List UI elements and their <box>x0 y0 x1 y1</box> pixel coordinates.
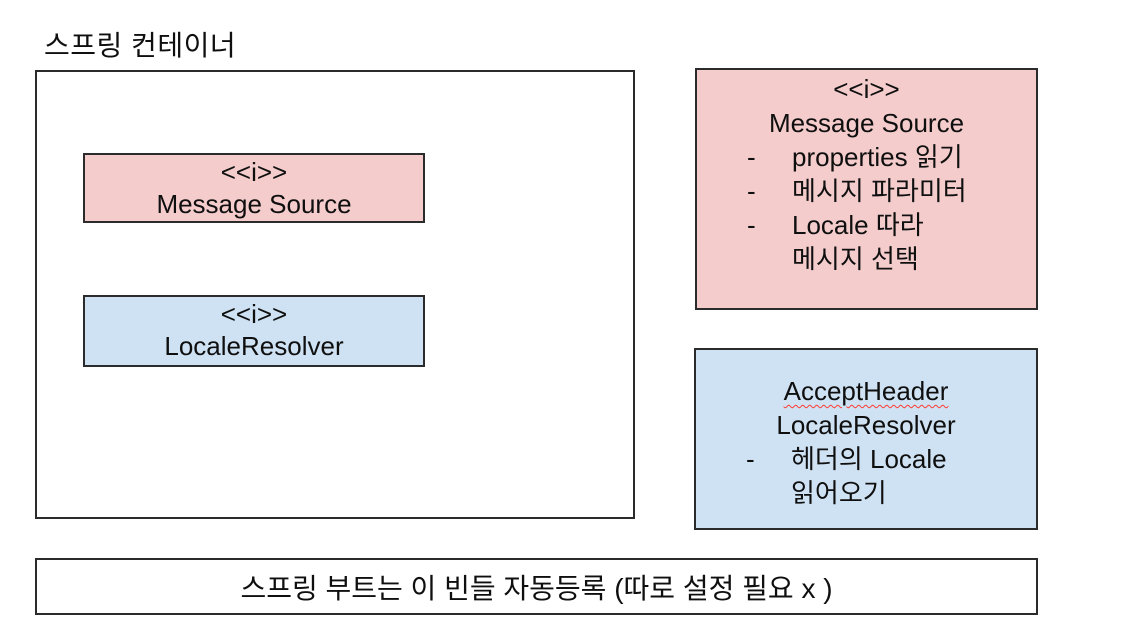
footer-note-box: 스프링 부트는 이 빈들 자동등록 (따로 설정 필요 x ) <box>35 558 1038 615</box>
accept-header-note-title-line1: AcceptHeader <box>696 374 1036 408</box>
spellcheck-underlined-text: AcceptHeader <box>783 376 949 406</box>
bullet-dash: - <box>747 176 756 206</box>
bullet-continuation: 읽어오기 <box>791 478 887 508</box>
footer-note-text: 스프링 부트는 이 빈들 자동등록 (따로 설정 필요 x ) <box>240 572 833 604</box>
bullet-dash: - <box>747 142 756 172</box>
locale-resolver-bean-box: <<i>> LocaleResolver <box>83 295 425 367</box>
bullet-dash: - <box>747 210 756 240</box>
bullet-text: properties 읽기 <box>792 142 963 172</box>
locale-resolver-stereotype: <<i>> <box>220 299 288 329</box>
bullet-text: Locale 따라 <box>792 210 924 240</box>
spring-container-box <box>35 70 635 519</box>
accept-header-note-box: AcceptHeader LocaleResolver -헤더의 Locale … <box>694 348 1038 530</box>
bullet-continuation: 메시지 선택 <box>792 244 919 274</box>
message-source-stereotype: <<i>> <box>220 157 288 187</box>
bullet-text: 헤더의 Locale <box>791 444 947 474</box>
spring-container-title: 스프링 컨테이너 <box>44 30 237 61</box>
bullet-item: - properties 읽기 <box>697 140 1036 174</box>
message-source-name: Message Source <box>156 189 352 219</box>
bullet-item: - Locale 따라 <box>697 208 1036 242</box>
message-source-note-box: <<i>> Message Source - properties 읽기 - 메시지… <box>695 68 1038 310</box>
bullet-item: - 메시지 파라미터 <box>697 174 1036 208</box>
bullet-item: - 헤더의 Locale <box>696 442 1036 476</box>
message-source-note-stereotype: <<i>> <box>833 74 900 104</box>
message-source-note-title: Message Source <box>768 108 965 138</box>
locale-resolver-name: LocaleResolver <box>164 331 344 361</box>
bullet-text: 메시지 파라미터 <box>792 176 967 206</box>
bullet-dash: - <box>746 444 755 474</box>
accept-header-note-title-line2: LocaleResolver <box>776 410 956 440</box>
message-source-bean-box: <<i>> Message Source <box>83 153 425 223</box>
